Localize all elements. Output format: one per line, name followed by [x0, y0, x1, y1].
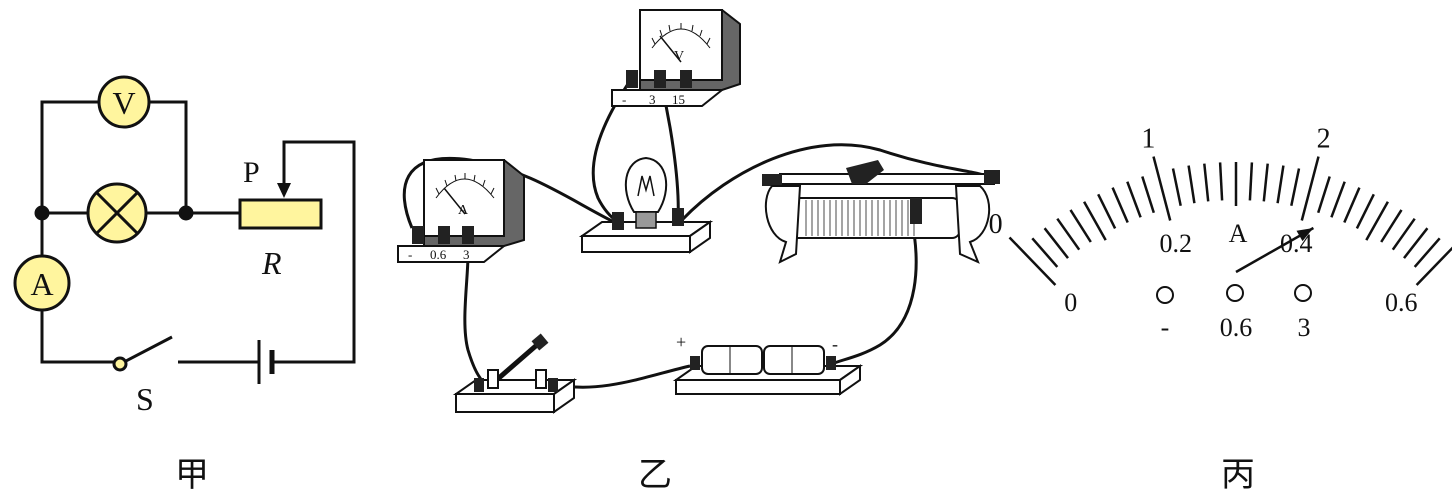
dial-inner-label: 0 [1064, 288, 1077, 317]
rheostat-device-icon [762, 160, 1000, 264]
dial-minor-tick [1343, 187, 1361, 223]
dial-major-tick [1300, 156, 1320, 221]
dial-minor-tick [1330, 181, 1346, 218]
caption-yi: 乙 [638, 457, 672, 494]
dial-minor-tick [1031, 237, 1059, 268]
circuit-diagram-jia [34, 100, 356, 384]
dial-minor-tick [1355, 193, 1375, 229]
dial-minor-tick [1069, 209, 1092, 243]
knife-switch-icon [452, 333, 578, 414]
dial-minor-tick [1187, 165, 1196, 204]
ammeter-device-icon: A - 0.6 3 [397, 159, 525, 263]
dial-ticks [1008, 156, 1452, 286]
voltmeter-device-icon: V - 3 15 [611, 9, 741, 107]
dial-minor-tick [1056, 217, 1081, 251]
terminal-06-icon [1226, 284, 1244, 302]
dial-minor-tick [1141, 176, 1155, 214]
dial-inner-label: 0.6 [1385, 288, 1418, 317]
dial-minor-tick [1171, 168, 1182, 206]
dial-minor-tick [1317, 176, 1331, 214]
battery-negative-label: - [832, 334, 838, 354]
dial-outer-label: 2 [1317, 123, 1331, 154]
voltmeter-label: V [112, 85, 135, 121]
voltmeter-device-label: V [674, 49, 684, 64]
ammeter-device-label: A [458, 203, 469, 218]
ammeter-terminal-3: 3 [463, 247, 470, 262]
terminal-06-label: 0.6 [1220, 313, 1253, 342]
terminal-3-label: 3 [1298, 313, 1311, 342]
dial-minor-tick [1262, 163, 1269, 202]
battery-holder-icon: + - [672, 332, 864, 396]
dial-major-tick [1152, 156, 1172, 221]
voltmeter-terminal-15: 15 [672, 92, 685, 107]
terminal-neg-label: - [1161, 313, 1170, 342]
dial-minor-tick [1380, 209, 1403, 243]
ammeter-dial: 012300.20.40.6 A - 0.6 3 [989, 123, 1452, 342]
rheostat-icon [238, 198, 323, 230]
battery-positive-label: + [676, 332, 686, 352]
bulb-icon [578, 156, 714, 254]
dial-labels: 012300.20.40.6 [989, 123, 1418, 317]
terminal-3-icon [1294, 284, 1312, 302]
voltmeter-terminal-neg: - [622, 92, 626, 107]
dial-minor-tick [1097, 193, 1117, 229]
dial-minor-tick [1111, 187, 1129, 223]
needle-head [1296, 228, 1314, 242]
voltmeter-terminal-3: 3 [649, 92, 656, 107]
terminal-neg-icon [1156, 286, 1174, 304]
dial-minor-tick [1203, 163, 1210, 202]
dial-inner-label: 0.2 [1159, 229, 1192, 258]
dial-major-tick [1008, 236, 1057, 286]
ammeter-label: A [30, 266, 53, 302]
dial-minor-tick [1403, 227, 1429, 259]
dial-minor-tick [1043, 227, 1069, 259]
dial-minor-tick [1413, 237, 1441, 268]
lamp-icon [86, 182, 148, 244]
dial-minor-tick [1276, 165, 1285, 204]
dial-major-tick [1415, 246, 1452, 286]
voltmeter-icon: V [97, 75, 151, 129]
ammeter-icon: A [13, 254, 71, 312]
dial-outer-label: 0 [989, 209, 1003, 240]
dial-outer-label: 1 [1141, 123, 1155, 154]
ammeter-terminal-neg: - [408, 247, 412, 262]
dial-unit-label: A [1229, 219, 1248, 248]
dial-minor-tick [1290, 168, 1301, 206]
dial-minor-tick [1365, 201, 1389, 241]
caption-bing: 丙 [1221, 457, 1255, 494]
dial-minor-tick [1248, 162, 1254, 201]
dial-minor-tick [1218, 162, 1224, 201]
dial-minor-tick [1083, 201, 1107, 241]
slider-label: P [243, 156, 260, 189]
ammeter-terminal-06: 0.6 [430, 247, 447, 262]
dial-minor-tick [1126, 181, 1142, 218]
resistor-label: R [261, 245, 282, 281]
caption-jia: 甲 [175, 457, 209, 494]
dial-minor-tick [1391, 217, 1416, 251]
switch-label: S [136, 381, 154, 417]
